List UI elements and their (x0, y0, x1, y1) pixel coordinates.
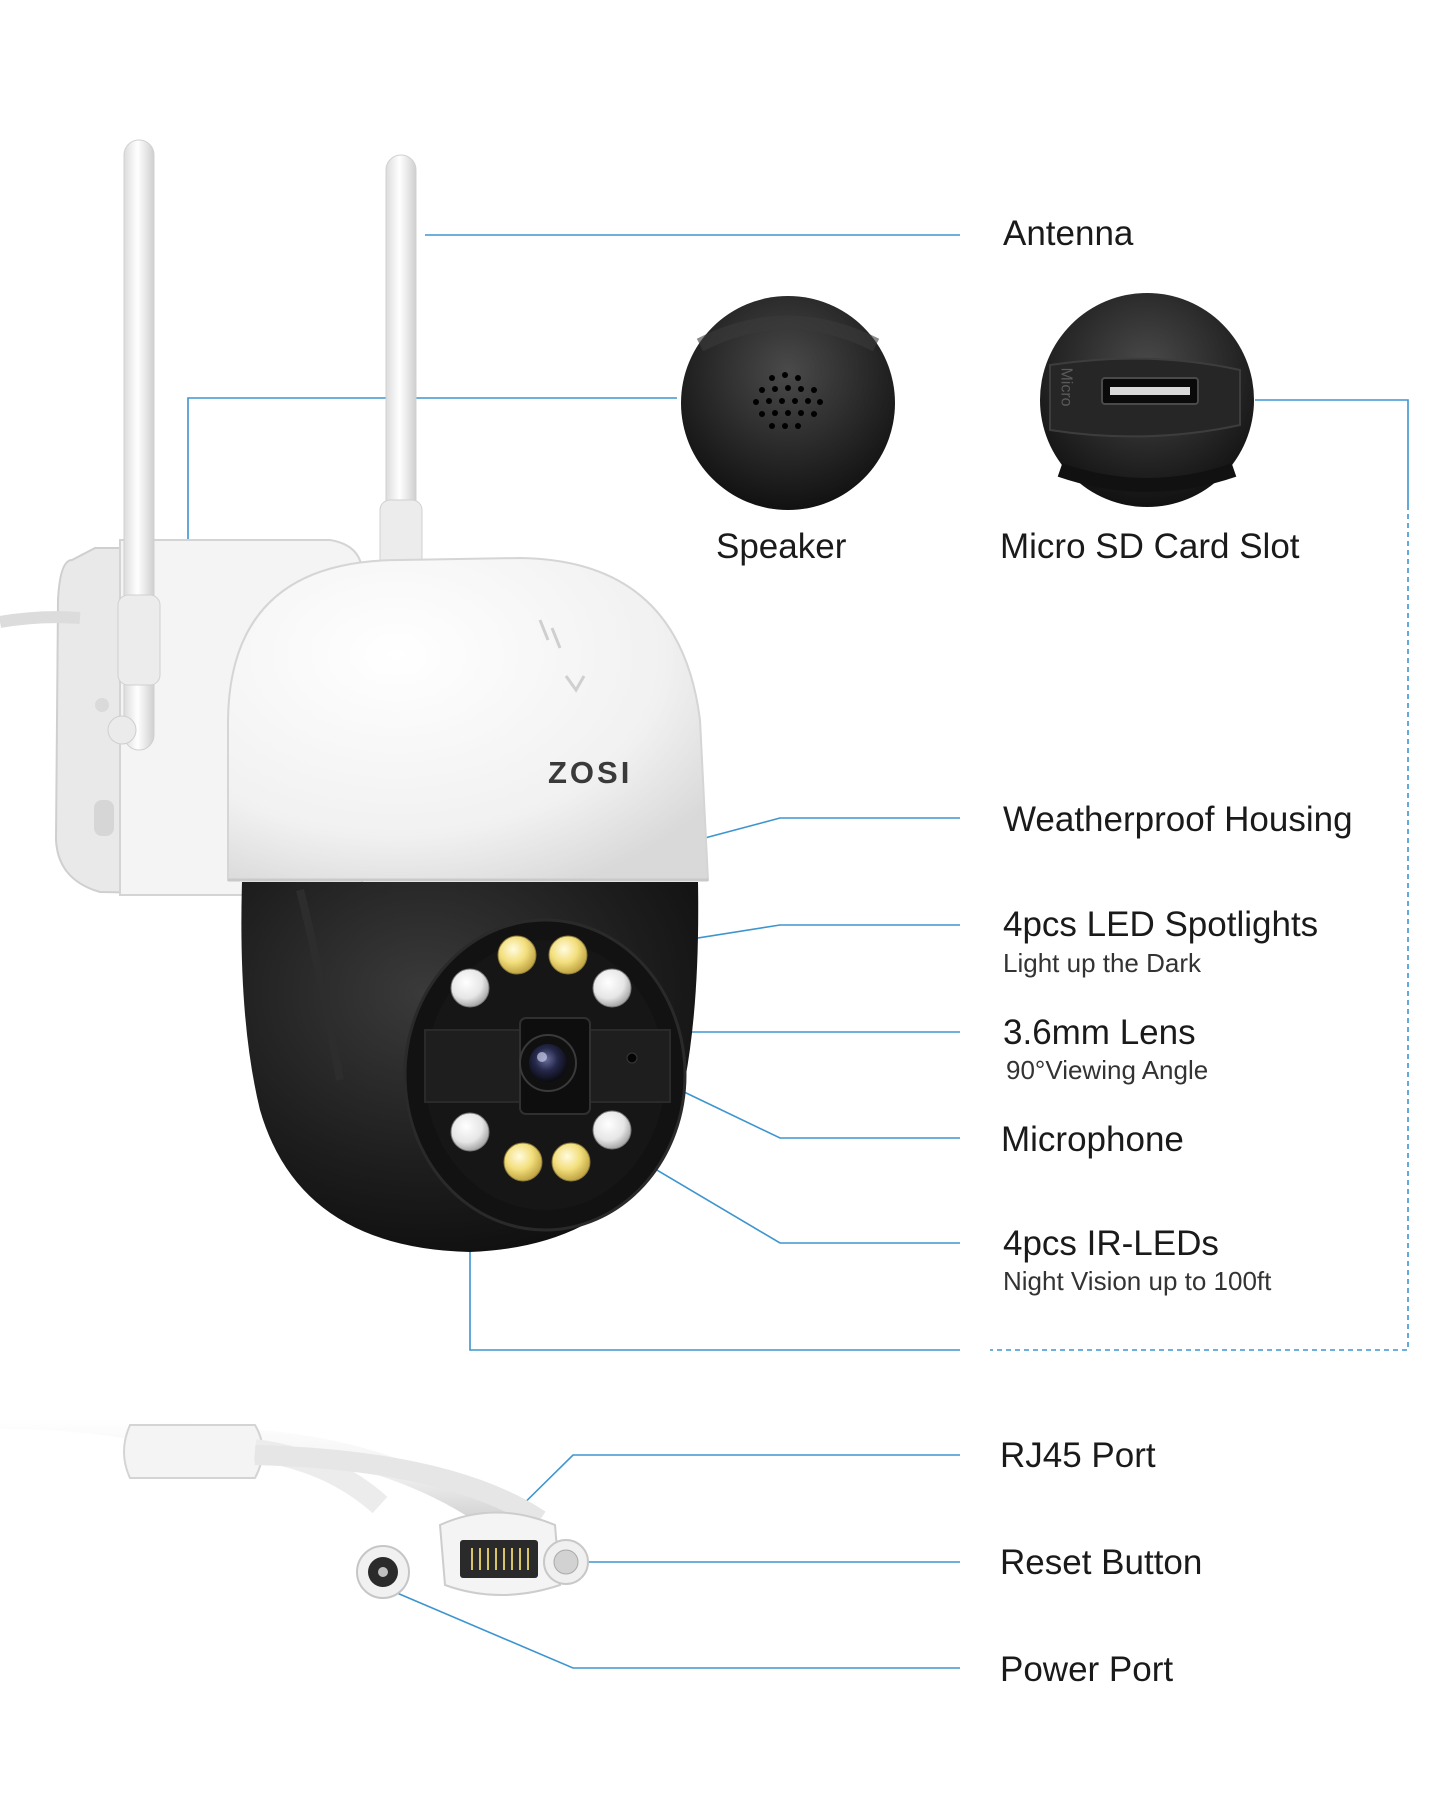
sd-slot-inset (1040, 293, 1254, 507)
sd-leader (1255, 399, 1409, 505)
dome-housing (227, 556, 710, 882)
sd-slot-label: Micro SD Card Slot (1000, 527, 1300, 566)
speaker-label: Speaker (716, 527, 847, 566)
ir-leds-label: 4pcs IR-LEDs (1003, 1224, 1219, 1263)
bottom-bracket-leader (469, 1243, 960, 1351)
ir-leader (622, 1149, 960, 1244)
lens-sublabel: 90°Viewing Angle (1006, 1055, 1209, 1085)
rj45-port (438, 1511, 562, 1596)
camera-body (241, 882, 699, 1252)
lens-label: 3.6mm Lens (1003, 1013, 1196, 1052)
power-leader (389, 1589, 960, 1669)
spotlights-label: 4pcs LED Spotlights (1003, 905, 1319, 944)
rj45-leader (492, 1454, 960, 1535)
reset-label: Reset Button (1000, 1543, 1203, 1582)
reset-button-part (543, 1539, 589, 1585)
speaker-inset (681, 296, 895, 510)
antenna-right (379, 154, 423, 581)
power-port (356, 1545, 410, 1599)
spotlights-sublabel: Light up the Dark (1003, 948, 1202, 978)
housing-label: Weatherproof Housing (1003, 800, 1353, 839)
sd-slot-marking: Micro (1057, 367, 1075, 407)
led-ring (450, 935, 632, 1182)
rj45-label: RJ45 Port (1000, 1436, 1156, 1475)
sd-leader-dashed (990, 505, 1409, 1351)
ir-leds-sublabel: Night Vision up to 100ft (1003, 1266, 1272, 1296)
brand-logo: ZOSI (548, 755, 633, 790)
antenna-left (107, 139, 161, 751)
microphone-label: Microphone (1001, 1120, 1184, 1159)
power-label: Power Port (1000, 1650, 1174, 1689)
antenna-label: Antenna (1003, 214, 1134, 253)
cable-assembly (0, 1407, 546, 1536)
